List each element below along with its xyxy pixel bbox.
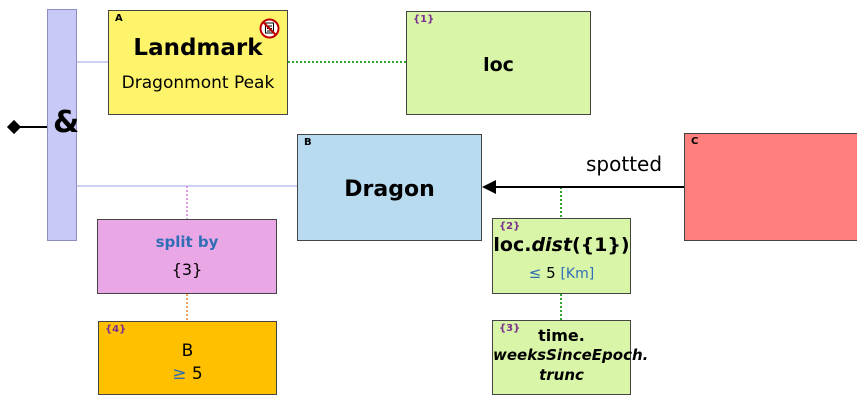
loc-node[interactable]: {1} loc [406,11,591,115]
c-tag: C [691,136,699,147]
distance-value: 5 [546,264,556,282]
b-filter-rule: ≥ 5 [99,365,276,384]
dragon-node[interactable]: B Dragon [297,134,482,241]
landmark-subtitle: Dragonmont Peak [121,73,275,93]
dragon-title: Dragon [344,177,435,202]
spotted-edge-label: spotted [586,152,663,176]
distance-operator: ≤ [528,264,542,282]
landmark-title: Landmark [133,35,263,61]
b-filter-tag: {4} [105,324,127,335]
distance-expression: loc.dist({1}) [493,234,630,256]
time-line-2: weeksSinceEpoch. [493,346,649,364]
b-filter-value: 5 [191,364,203,384]
split-by-node[interactable]: split by {3} [97,219,277,294]
split-by-title: split by [155,233,219,251]
b-filter-subject: B [181,341,194,361]
b-filter-operator: ≥ [172,364,187,384]
loc-tag: {1} [413,14,435,25]
and-symbol: & [53,105,80,140]
split-by-value: {3} [171,260,203,279]
distance-node[interactable]: {2} loc.dist({1}) ≤ 5 [Km] [492,218,631,294]
distance-method: dist [531,234,572,256]
time-tag: {3} [499,323,521,334]
document-no-icon [259,18,280,39]
c-node[interactable]: C [684,133,857,241]
time-line-1: time. [538,326,585,345]
spotted-arrowhead [482,180,496,194]
distance-unit: [Km] [560,266,595,282]
time-line-3: trunc [539,366,584,384]
landmark-node[interactable]: A Landmark Dragonmont Peak [108,10,288,115]
time-node[interactable]: {3} time. weeksSinceEpoch. trunc [492,320,649,395]
distance-rule: ≤ 5 [Km] [493,265,630,282]
distance-tag: {2} [499,221,521,232]
distance-argument: ({1}) [571,234,630,256]
loc-title: loc [483,54,514,76]
landmark-tag: A [115,13,123,24]
and-operator-bar[interactable] [47,9,77,241]
b-filter-node[interactable]: {4} B ≥ 5 [98,321,277,395]
distance-object: loc [493,234,525,256]
operator-input-diamond [6,119,22,135]
dragon-tag: B [304,137,312,148]
